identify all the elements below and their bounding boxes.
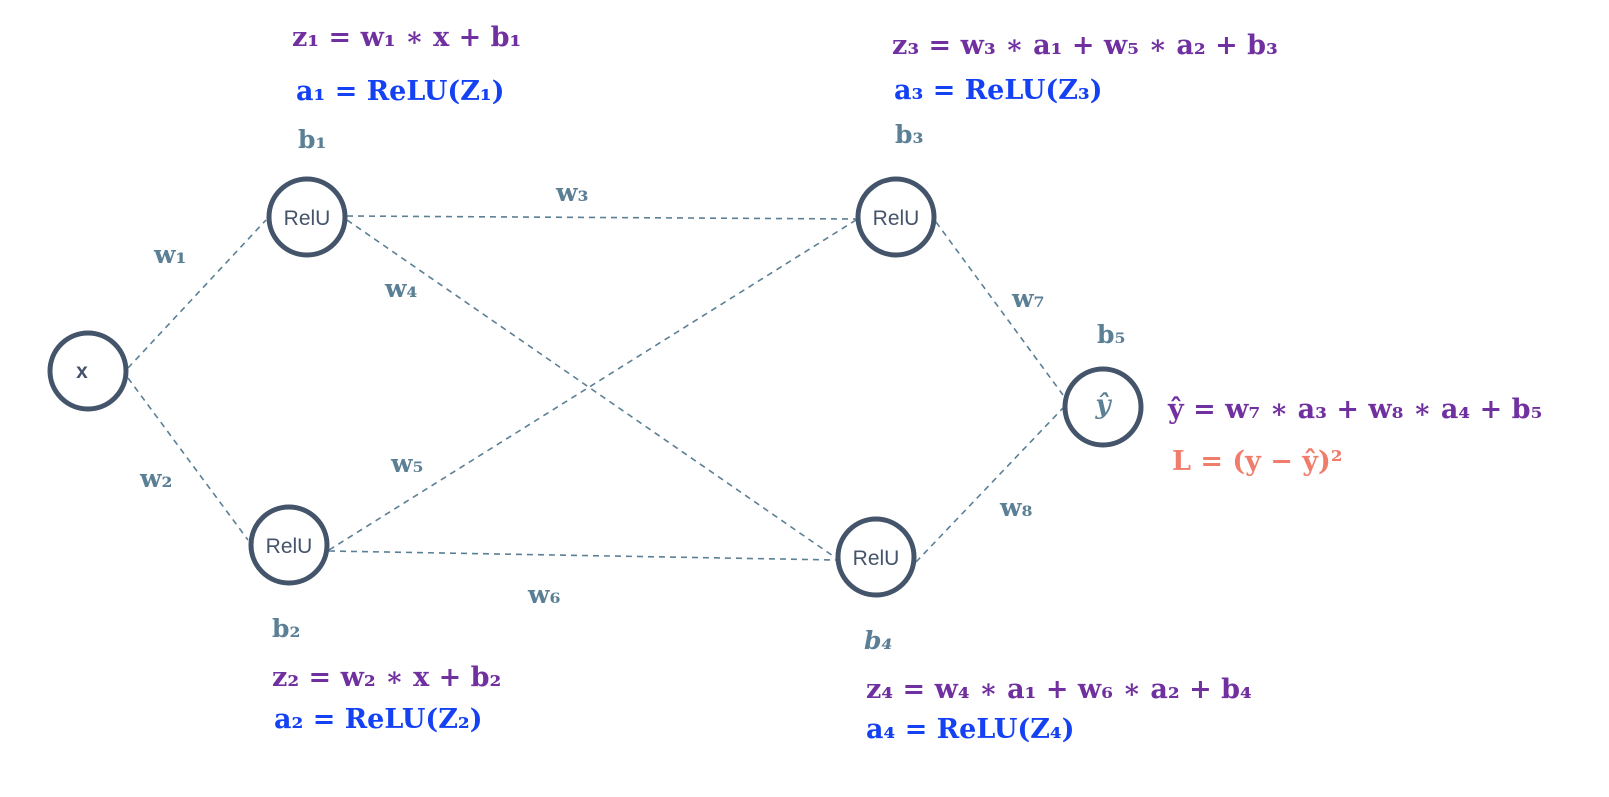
edge-x-h1 [127,219,267,369]
edge-x-h2 [127,377,249,541]
weight-w4: w₄ [385,274,418,303]
weight-w7: w₇ [1012,284,1045,313]
node-h3-label: RelU [872,207,920,230]
node-input [47,330,129,412]
edge-h2-h3 [328,219,857,551]
bias-b4: b₄ [864,626,893,655]
equation-a1: a₁ = ReLU(Z₁) [296,76,505,107]
node-h1 [266,176,348,258]
node-h1-label: RelU [283,207,331,230]
node-output-label: ŷ [1095,390,1111,420]
bias-b3: b₃ [895,120,924,149]
equation-z3: z₃ = w₃ ∗ a₁ + w₅ ∗ a₂ + b₃ [892,30,1278,61]
node-h3 [855,176,937,258]
equation-loss: L = (y − ŷ)² [1172,446,1343,477]
equation-z4: z₄ = w₄ ∗ a₁ + w₆ ∗ a₂ + b₄ [866,674,1252,705]
edge-h2-h4 [328,550,837,561]
equation-a4: a₄ = ReLU(Z₄) [866,714,1075,745]
node-h2 [248,504,330,586]
weight-w5: w₅ [391,449,424,478]
node-input-label: x [76,360,88,383]
node-h4 [835,516,917,598]
edge-h1-h4 [346,219,837,559]
edge-h4-out [915,407,1064,563]
equation-z1: z₁ = w₁ ∗ x + b₁ [292,22,522,53]
equation-a2: a₂ = ReLU(Z₂) [274,704,483,735]
bias-b1: b₁ [298,125,327,154]
weight-w2: w₂ [140,464,173,493]
edge-h1-h3 [346,215,857,220]
weight-w1: w₁ [154,240,187,269]
node-h2-label: RelU [265,535,313,558]
node-output [1062,366,1144,448]
equation-output: ŷ = w₇ ∗ a₃ + w₈ ∗ a₄ + b₅ [1168,394,1543,425]
equation-z2: z₂ = w₂ ∗ x + b₂ [272,662,502,693]
equation-a3: a₃ = ReLU(Z₃) [894,75,1103,106]
weight-w3: w₃ [556,178,589,207]
node-h4-label: RelU [852,547,900,570]
weight-w6: w₆ [528,580,561,609]
bias-b2: b₂ [272,614,301,643]
edge-h3-out [935,221,1064,396]
weight-w8: w₈ [1000,493,1033,522]
bias-b5: b₅ [1097,320,1126,349]
